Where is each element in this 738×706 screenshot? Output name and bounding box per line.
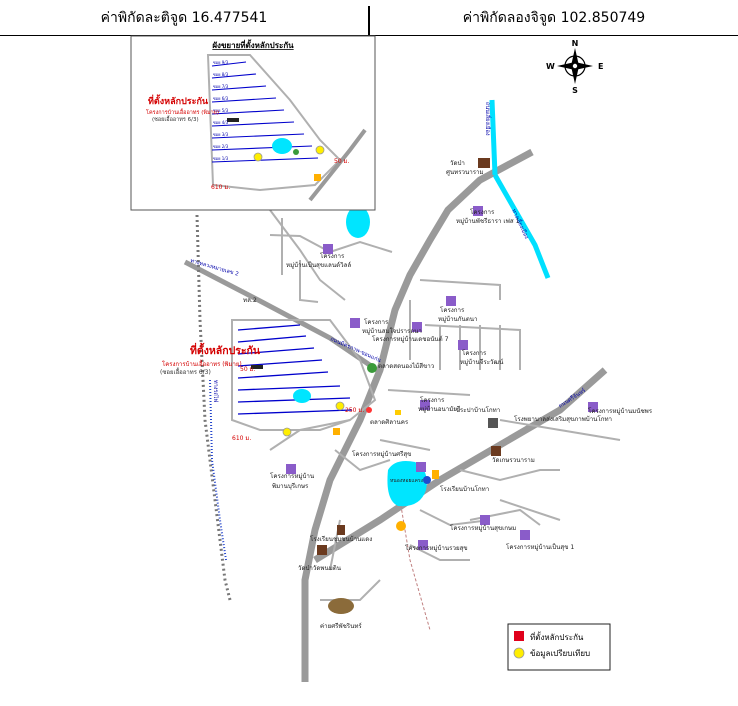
inset-soi-3: ซอย 6/3: [213, 96, 229, 101]
inset-soi-6: ซอย 3/3: [213, 132, 229, 137]
compass-s: S: [572, 86, 578, 95]
cyan-road-2: [492, 173, 551, 279]
label-proj5: โครงการหมู่บ้านเดชอนันต์ 7: [372, 335, 449, 343]
boundary-line: [399, 499, 431, 631]
label-temple-top2: ศูนทรวนาราม: [446, 169, 484, 176]
inset-dist-50: 50 ม.: [334, 158, 349, 165]
inset-soi-5: ซอย 4/3: [213, 120, 229, 125]
inset-soi-7: ซอย 2/3: [213, 144, 229, 149]
main-dist-50: 50 ม.: [240, 366, 255, 373]
inset-soi-0: ซอย 9/3: [213, 60, 229, 65]
label-school2: โรงเรียนบ้านโกทา: [440, 485, 489, 493]
inset-dist-610: 610 ม.: [211, 184, 230, 191]
label-proj6b: หมู่บ้านจีระวัฒน์: [460, 358, 504, 366]
header-divider: [368, 6, 370, 35]
label-proj1b: หมู่บ้านพัชรีธารา เฟส 1: [456, 217, 520, 225]
main-subject-sub1: โครงการบ้านเอื้ออาทร (พิมาย): [162, 358, 242, 368]
inset-soi-4: ซอย 5/3: [213, 108, 229, 113]
label-school3: โรงเรียนชุมชนบ้านแดง: [310, 535, 372, 543]
label-proj8: โครงการหมู่บ้านมนัชพร: [588, 407, 653, 415]
label-proj10: โครงการหมู่บ้าน: [270, 472, 315, 480]
label-temple2: วัดเกษรวนาราม: [492, 457, 535, 464]
inset-soi-1: ซอย 8/3: [213, 72, 229, 77]
inset-title: ผังขยายที่ตั้งหลักประกัน: [212, 39, 294, 50]
legend-compare-swatch: [513, 647, 525, 659]
label-office: ประปาบ้านโกทา: [456, 406, 500, 414]
label-market1: ตลาดสดนองไม้สีขาว: [378, 362, 434, 370]
label-proj3: โครงการ: [364, 318, 389, 326]
label-lake: หนองหอยแครง: [390, 478, 424, 484]
inset-soi-8: ซอย 1/3: [213, 156, 229, 161]
inset-subject-label: ที่ตั้งหลักประกัน: [148, 94, 209, 107]
compass-n: N: [572, 39, 579, 48]
diagonal-road: [313, 367, 608, 563]
label-proj13: โครงการหมู่บ้านรวยสุข: [405, 544, 468, 552]
inset-subject-sub2: (ซอยเอื้ออาทร 6/3): [152, 115, 199, 123]
main-dist-610: 610 ม.: [232, 435, 251, 442]
main-subject-cluster: [231, 319, 377, 437]
inset-soi-labels: ซอย 9/3 ซอย 8/3 ซอย 7/3 ซอย 6/3 ซอย 5/3 …: [213, 60, 229, 161]
label-proj12: โครงการหมู่บ้านเป็นสุข 1: [506, 542, 574, 551]
label-school1: โรงพยาบาลส่งเสริมสุขภาพบ้านโกทา: [514, 415, 612, 423]
lake-main: [387, 461, 427, 507]
label-proj2: โครงการ: [320, 252, 345, 260]
railway-line: [195, 214, 232, 601]
label-camp: ค่ายศรีพัชรินทร์: [320, 622, 362, 630]
compass-rose: N S E W: [546, 39, 603, 95]
inset-subject-sub1: โครงการบ้านเอื้ออาทร (พิมาย): [146, 108, 219, 116]
label-proj9: โครงการหมู่บ้านศรีสุข: [352, 450, 411, 458]
cyan-road-1: [489, 99, 498, 176]
label-proj4b: หมู่บ้านกันตนา: [438, 315, 478, 323]
place-markers: [286, 158, 598, 614]
label-proj3b: หมู่บ้านสมใจปรารถนา: [362, 327, 422, 335]
label-proj6: โครงการ: [462, 349, 487, 357]
lake-north: [346, 206, 370, 238]
main-subject-sub2: (ซอยเอื้ออาทร 6/3): [160, 366, 211, 376]
main-dist-250: 250 ม.: [345, 407, 364, 414]
label-proj11: โครงการหมู่บ้านสุขเกษม: [450, 524, 516, 532]
main-road: [301, 148, 534, 682]
label-proj4: โครงการ: [440, 306, 465, 314]
legend-subject-swatch: [514, 631, 524, 641]
inset-frame: [130, 35, 376, 211]
legend-subject-label: ที่ตั้งหลักประกัน: [530, 631, 584, 642]
minor-roads: [269, 209, 621, 601]
label-road-cyan1: ถนนเลี่ยงเมือง: [484, 102, 492, 136]
main-subject-label: ที่ตั้งหลักประกัน: [190, 342, 261, 357]
legend-box: ที่ตั้งหลักประกัน ข้อมูลเปรียบเทียบ: [507, 623, 611, 671]
label-temple3: วัดป่าวัดพนมดิน: [298, 565, 342, 572]
latitude-label: ค่าพิกัดละติจูด 16.477541: [100, 9, 268, 26]
inset-map: [206, 54, 367, 202]
legend-compare-label: ข้อมูลเปรียบเทียบ: [530, 649, 590, 659]
label-road-rail: ทางรถไฟ: [212, 380, 219, 402]
label-market2: ตลาดศิลานคร: [370, 419, 409, 426]
longitude-label: ค่าพิกัดลองจิจูด 102.850749: [462, 9, 646, 26]
inset-soi-2: ซอย 7/3: [213, 84, 229, 89]
label-proj1: โครงการ: [470, 208, 495, 216]
label-road-right: ถนนศรีจันทร์: [557, 387, 587, 410]
label-proj7b: หมู่บ้านอนามัยรี: [418, 405, 461, 413]
label-proj7: โครงการ: [420, 396, 445, 404]
label-tl2: ทล.2: [243, 297, 257, 304]
label-proj2b: หมู่บ้านเป็นสุขแลนด์วิลล์: [286, 260, 351, 269]
label-temple-top: วัดป่า: [450, 160, 465, 167]
compass-w: W: [546, 62, 555, 71]
label-proj10b: พิมานบุรีเกษร: [272, 482, 309, 490]
compass-e: E: [598, 62, 603, 71]
